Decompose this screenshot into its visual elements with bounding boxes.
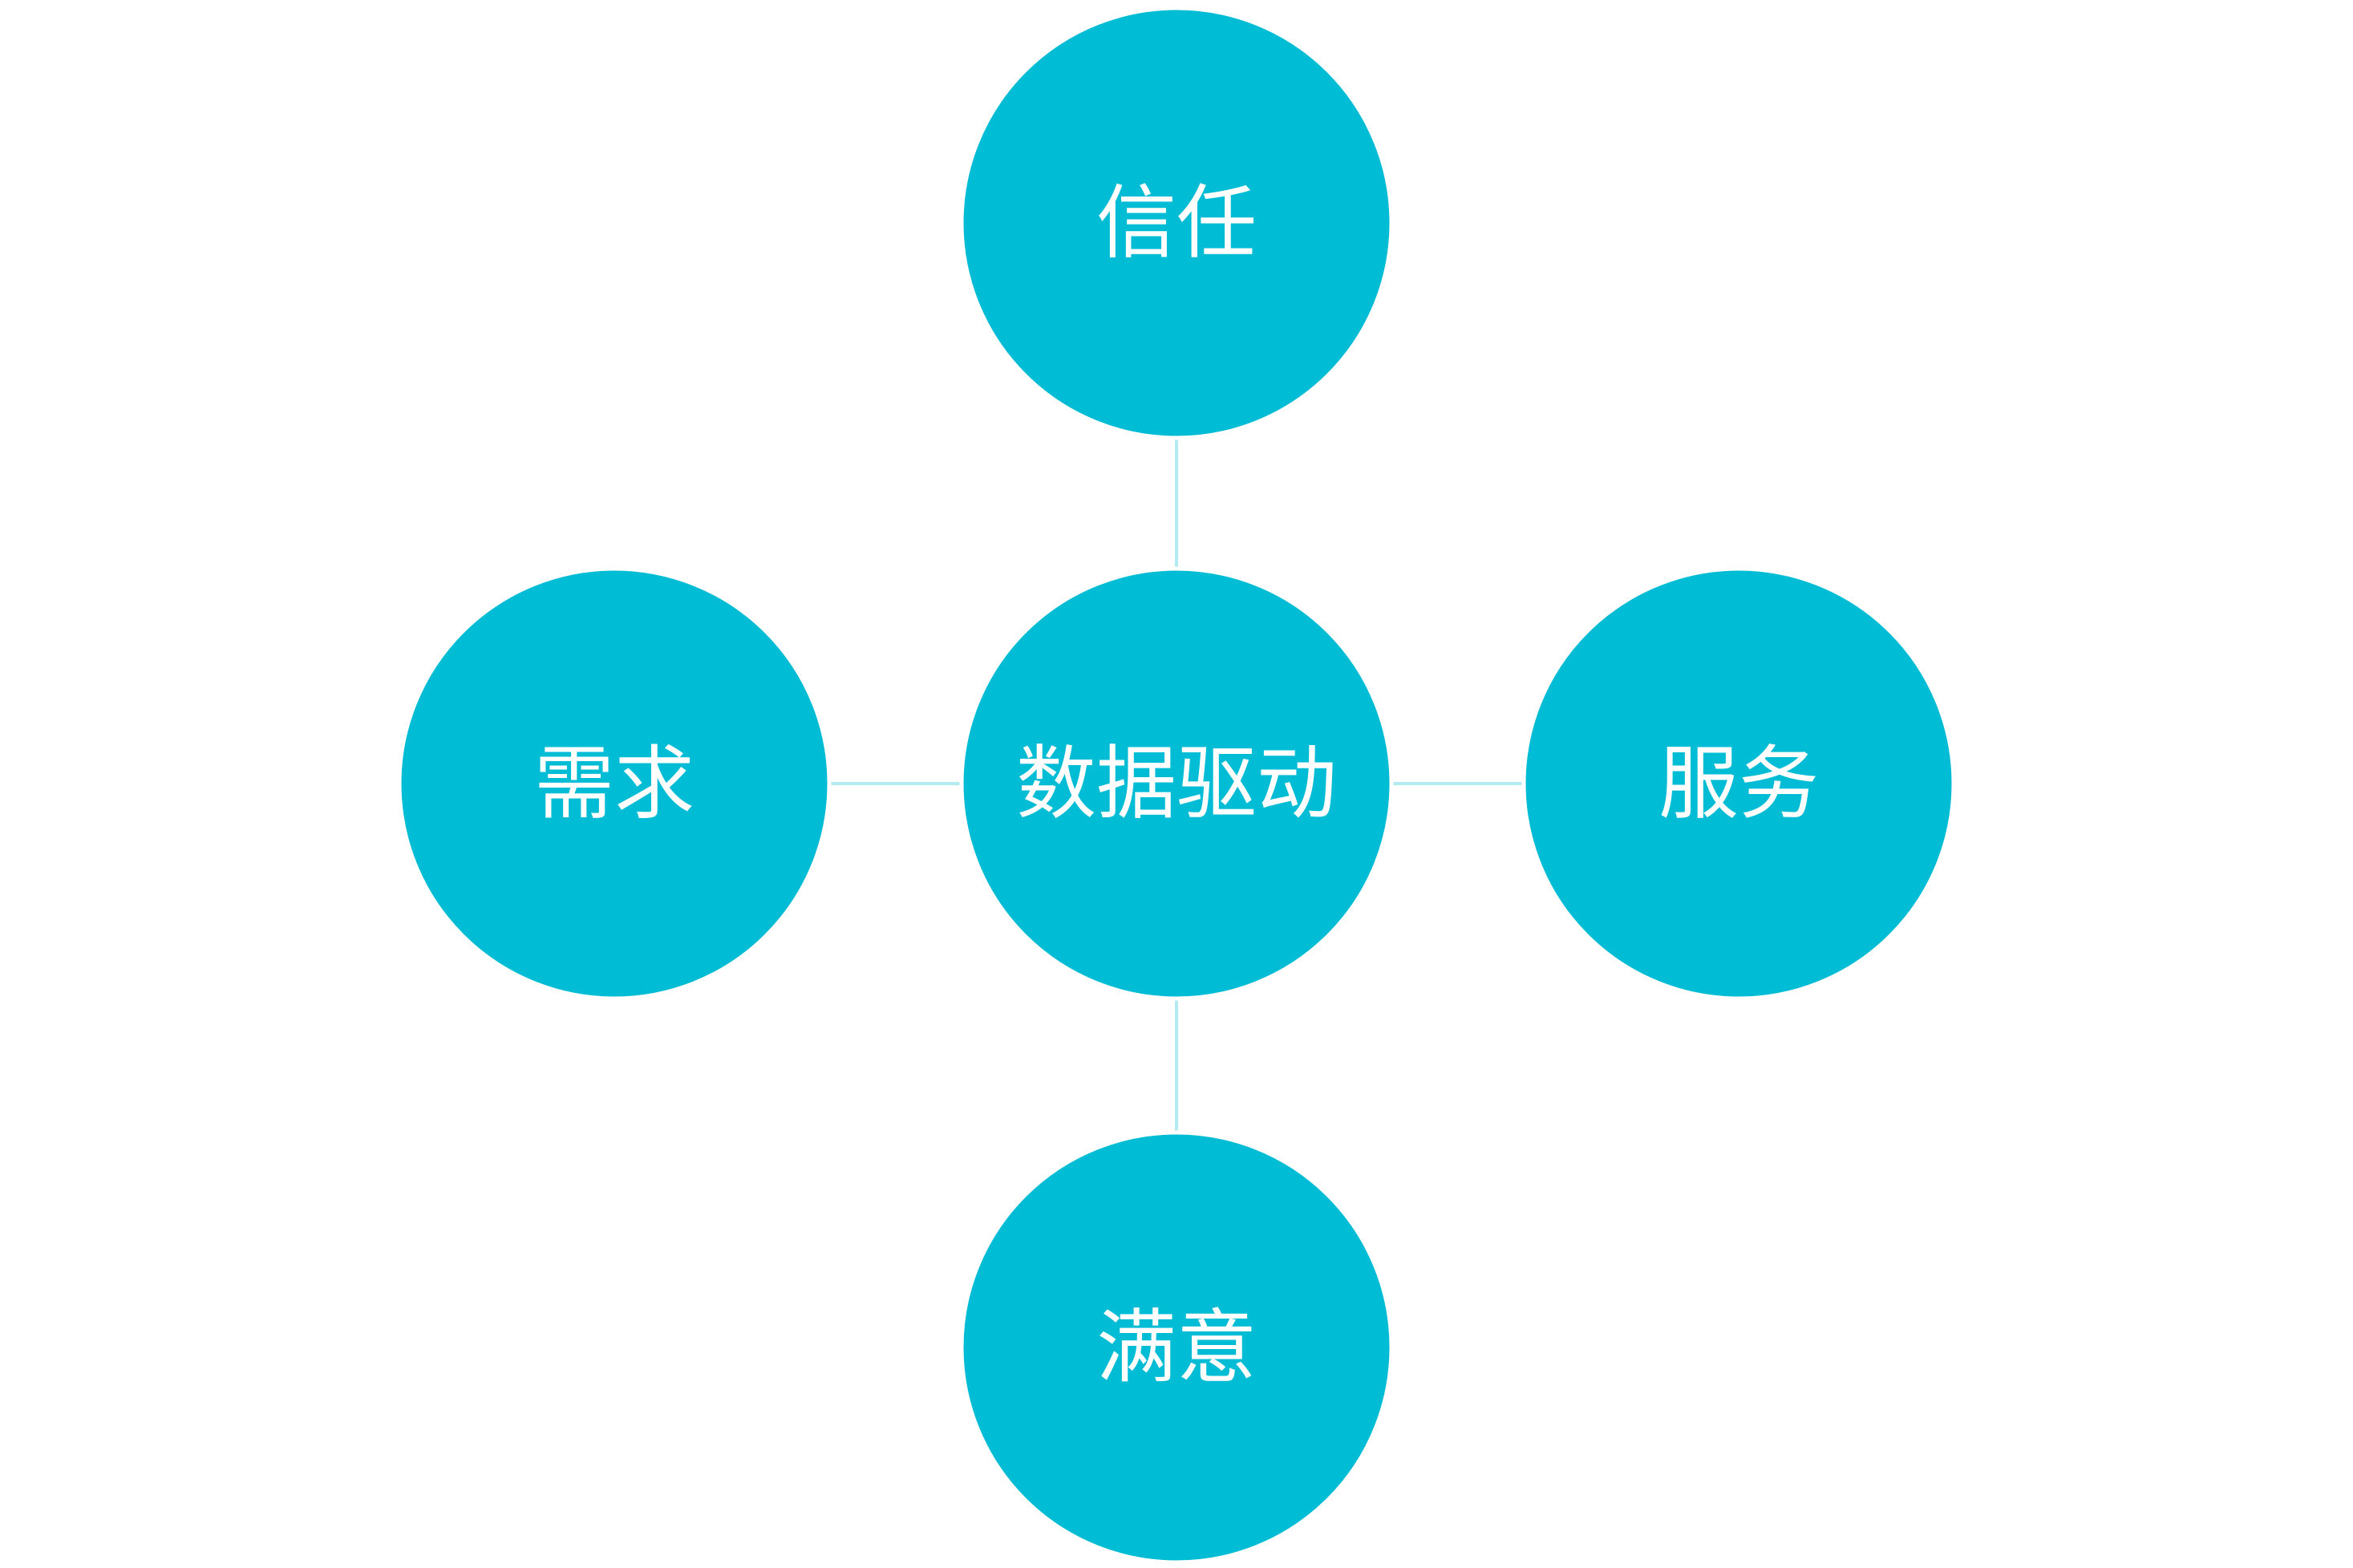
- node-service: 服务: [1521, 566, 1956, 1001]
- node-trust: 信任: [959, 6, 1394, 440]
- node-trust-label: 信任: [1096, 176, 1257, 270]
- node-demand-label: 需求: [534, 737, 695, 831]
- node-trust-circle: [959, 6, 1394, 440]
- node-service-label: 服务: [1658, 737, 1819, 831]
- node-satisfaction-circle: [959, 1130, 1394, 1565]
- node-data-driven: 数据驱动: [959, 566, 1394, 1001]
- node-data-driven-label: 数据驱动: [1016, 737, 1337, 831]
- node-service-circle: [1521, 566, 1956, 1001]
- node-satisfaction-label: 满意: [1096, 1301, 1257, 1395]
- node-satisfaction: 满意: [959, 1130, 1394, 1565]
- node-demand-circle: [397, 566, 832, 1001]
- node-demand: 需求: [397, 566, 832, 1001]
- node-data-driven-circle: [959, 566, 1394, 1001]
